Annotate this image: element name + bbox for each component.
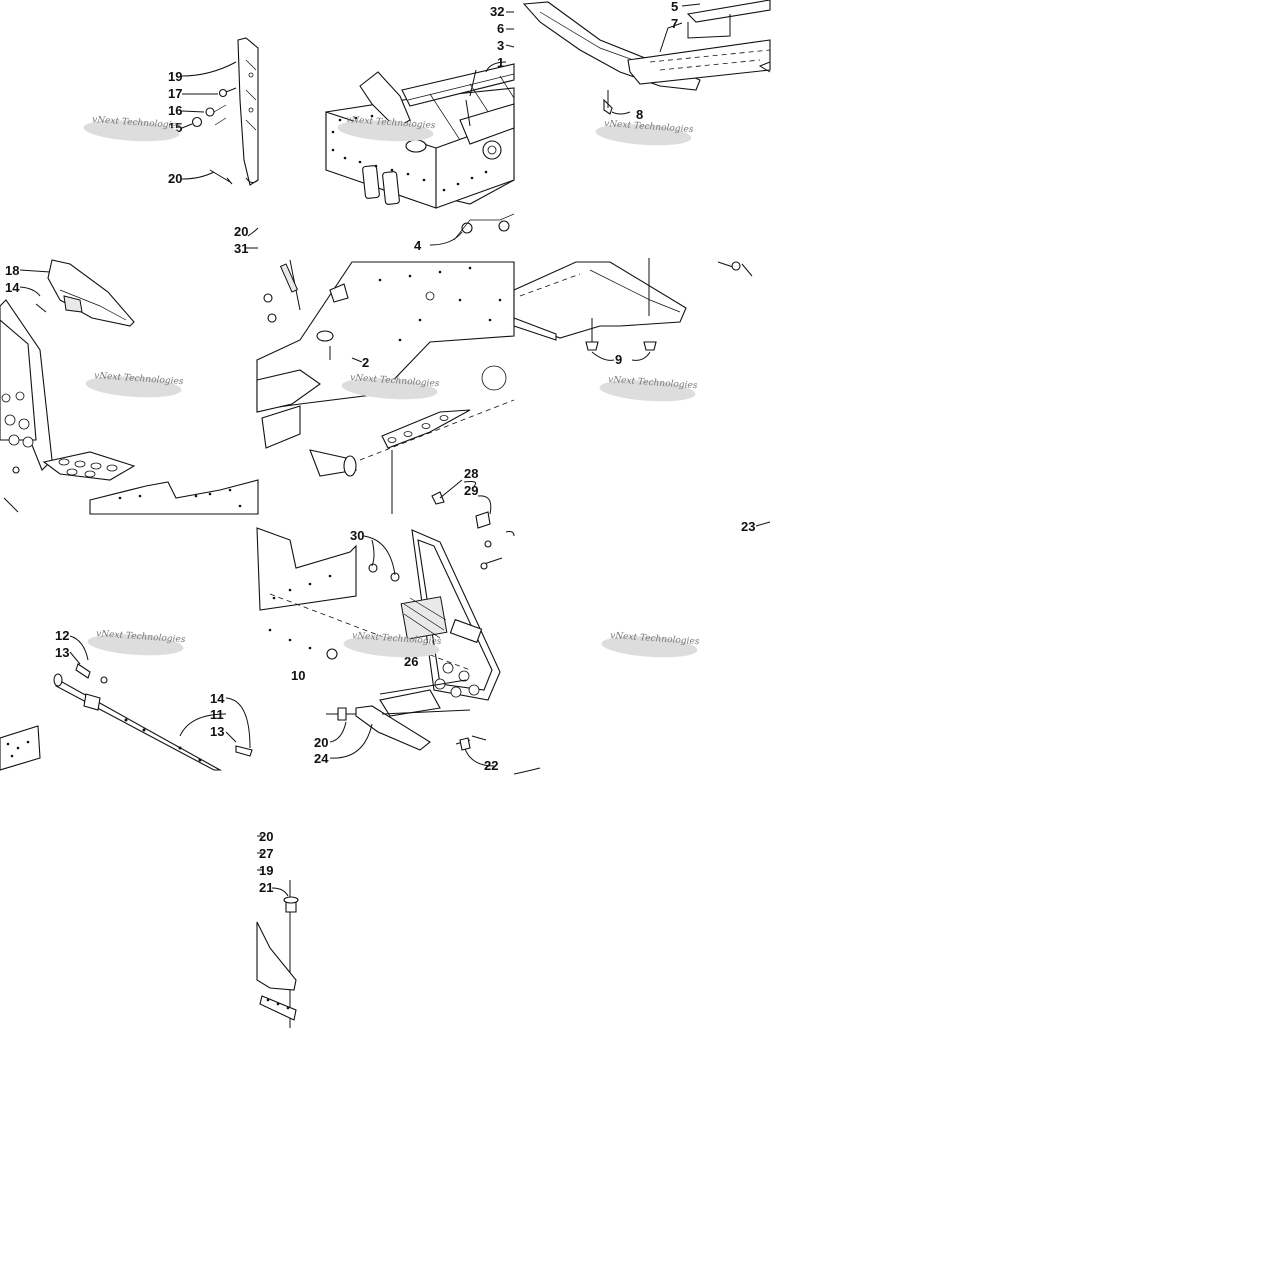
callout-1: 1: [497, 55, 504, 70]
callout-6: 6: [497, 21, 504, 36]
callout-20: 20: [168, 171, 182, 186]
tile-right-empty: [755, 521, 771, 527]
callout-24: 24: [314, 751, 329, 766]
callout-13: 13: [55, 645, 69, 660]
callout-32: 32: [490, 4, 504, 19]
callout-8: 8: [636, 107, 643, 122]
callout-22: 22: [484, 758, 498, 773]
callout-20: 20: [259, 829, 273, 844]
tile-front-bulkhead: [256, 479, 541, 775]
callout-2: 2: [362, 355, 369, 370]
callout-18: 18: [5, 263, 19, 278]
callout-29: 29: [464, 483, 478, 498]
callout-23: 23: [741, 519, 755, 534]
callout-28: 28: [464, 466, 478, 481]
callout-3: 3: [497, 38, 504, 53]
callout-14: 14: [210, 691, 225, 706]
tile-skid-top: [522, 0, 771, 115]
callout-13: 13: [210, 724, 224, 739]
callout-27: 27: [259, 846, 273, 861]
tile-running-board: [513, 258, 753, 361]
callout-7: 7: [671, 16, 678, 31]
watermarks: vNext Technologies vNext Technologies vN…: [83, 115, 700, 658]
callout-11: 11: [210, 707, 224, 722]
callout-17: 17: [168, 86, 182, 101]
callout-19: 19: [259, 863, 273, 878]
callout-5: 5: [671, 0, 678, 14]
callout-10: 10: [291, 668, 305, 683]
callout-16: 16: [168, 103, 182, 118]
tile-console-left: [0, 259, 259, 515]
callout-20: 20: [234, 224, 248, 239]
callout-26: 26: [404, 654, 418, 669]
callout-19: 19: [168, 69, 182, 84]
callout-30: 30: [350, 528, 364, 543]
tile-chassis-top: [325, 11, 515, 246]
tile-tunnel-center: [256, 259, 515, 514]
callout-4: 4: [414, 238, 422, 253]
callout-31: 31: [234, 241, 248, 256]
tile-post-lower: [256, 835, 299, 1028]
tile-axle-left: [0, 635, 253, 771]
callout-12: 12: [55, 628, 69, 643]
callout-21: 21: [259, 880, 273, 895]
callout-14: 14: [5, 280, 20, 295]
callout-20: 20: [314, 735, 328, 750]
tile-bracket-top-left: [181, 37, 259, 249]
callout-9: 9: [615, 352, 622, 367]
